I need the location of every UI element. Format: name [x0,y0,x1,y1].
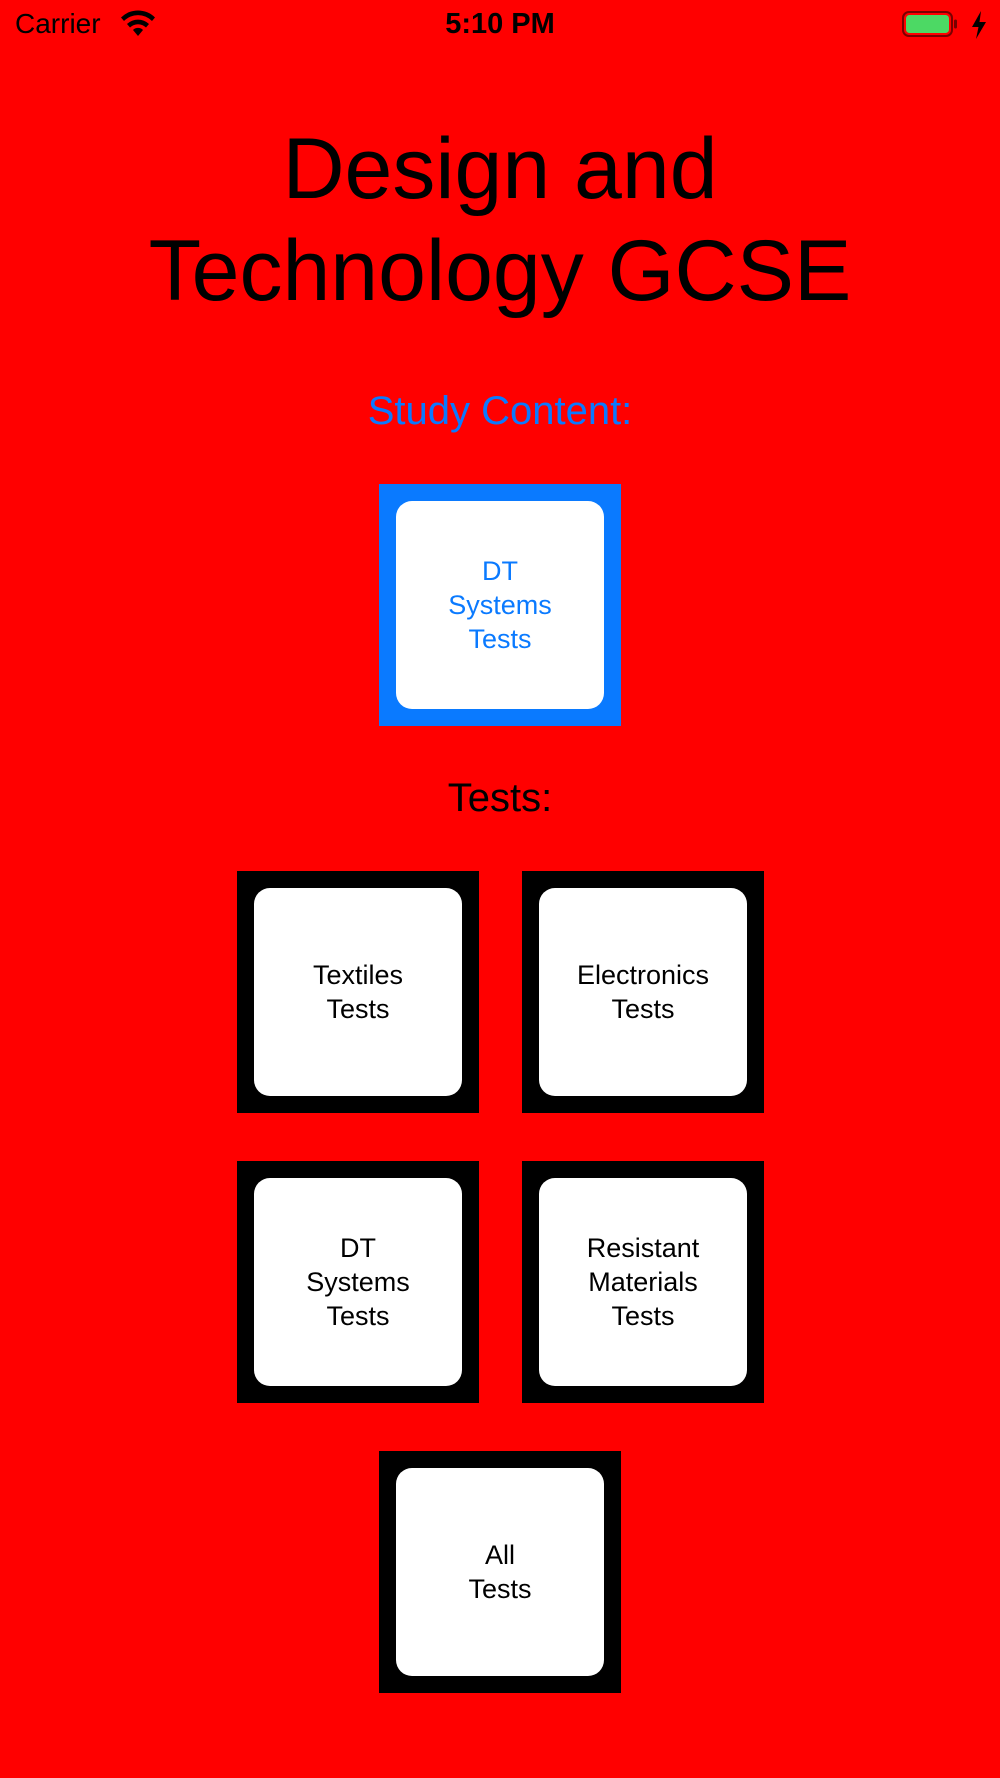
status-bar: Carrier 5:10 PM [0,0,1000,52]
tile-label-line: Tests [326,1301,390,1331]
battery-icon [902,11,957,37]
textiles-tests-button[interactable]: Textiles Tests [237,871,479,1113]
tile-face: DT Systems Tests [254,1178,462,1386]
tile-label-line: Tests [326,994,390,1024]
tile-label-line: Electronics [576,960,710,990]
title-line-2: Technology GCSE [148,223,852,319]
tile-label-line: Textiles [312,960,404,990]
study-content-label: Study Content: [367,389,633,433]
page-title: Design and Technology GCSE [0,118,1000,322]
tile-label-line: DT [340,1233,376,1263]
charging-bolt-icon [972,11,986,39]
wifi-icon [121,10,155,36]
tile-label-line: Systems [306,1267,410,1297]
tile-label-line: Systems [448,590,552,620]
resistant-materials-tests-button[interactable]: Resistant Materials Tests [522,1161,764,1403]
tile-label-line: Tests [468,1574,532,1604]
tests-label: Tests: [447,776,553,820]
tile-label-line: Tests [611,994,675,1024]
tile-face: Electronics Tests [539,888,747,1096]
tile-label-line: Tests [468,624,532,654]
carrier-label: Carrier [15,8,101,39]
study-dt-systems-tests-button[interactable]: DT Systems Tests [379,484,621,726]
tile-label-line: All [484,1540,515,1570]
tile-label-line: Materials [588,1267,698,1297]
tile-face: DT Systems Tests [396,501,604,709]
tile-label-line: Resistant [586,1233,700,1263]
all-tests-button[interactable]: All Tests [379,1451,621,1693]
tile-face: Textiles Tests [254,888,462,1096]
title-line-1: Design and [282,121,718,217]
tile-face: All Tests [396,1468,604,1676]
dt-systems-tests-button[interactable]: DT Systems Tests [237,1161,479,1403]
tile-label-line: DT [482,556,518,586]
electronics-tests-button[interactable]: Electronics Tests [522,871,764,1113]
tile-face: Resistant Materials Tests [539,1178,747,1386]
tile-label-line: Tests [611,1301,675,1331]
